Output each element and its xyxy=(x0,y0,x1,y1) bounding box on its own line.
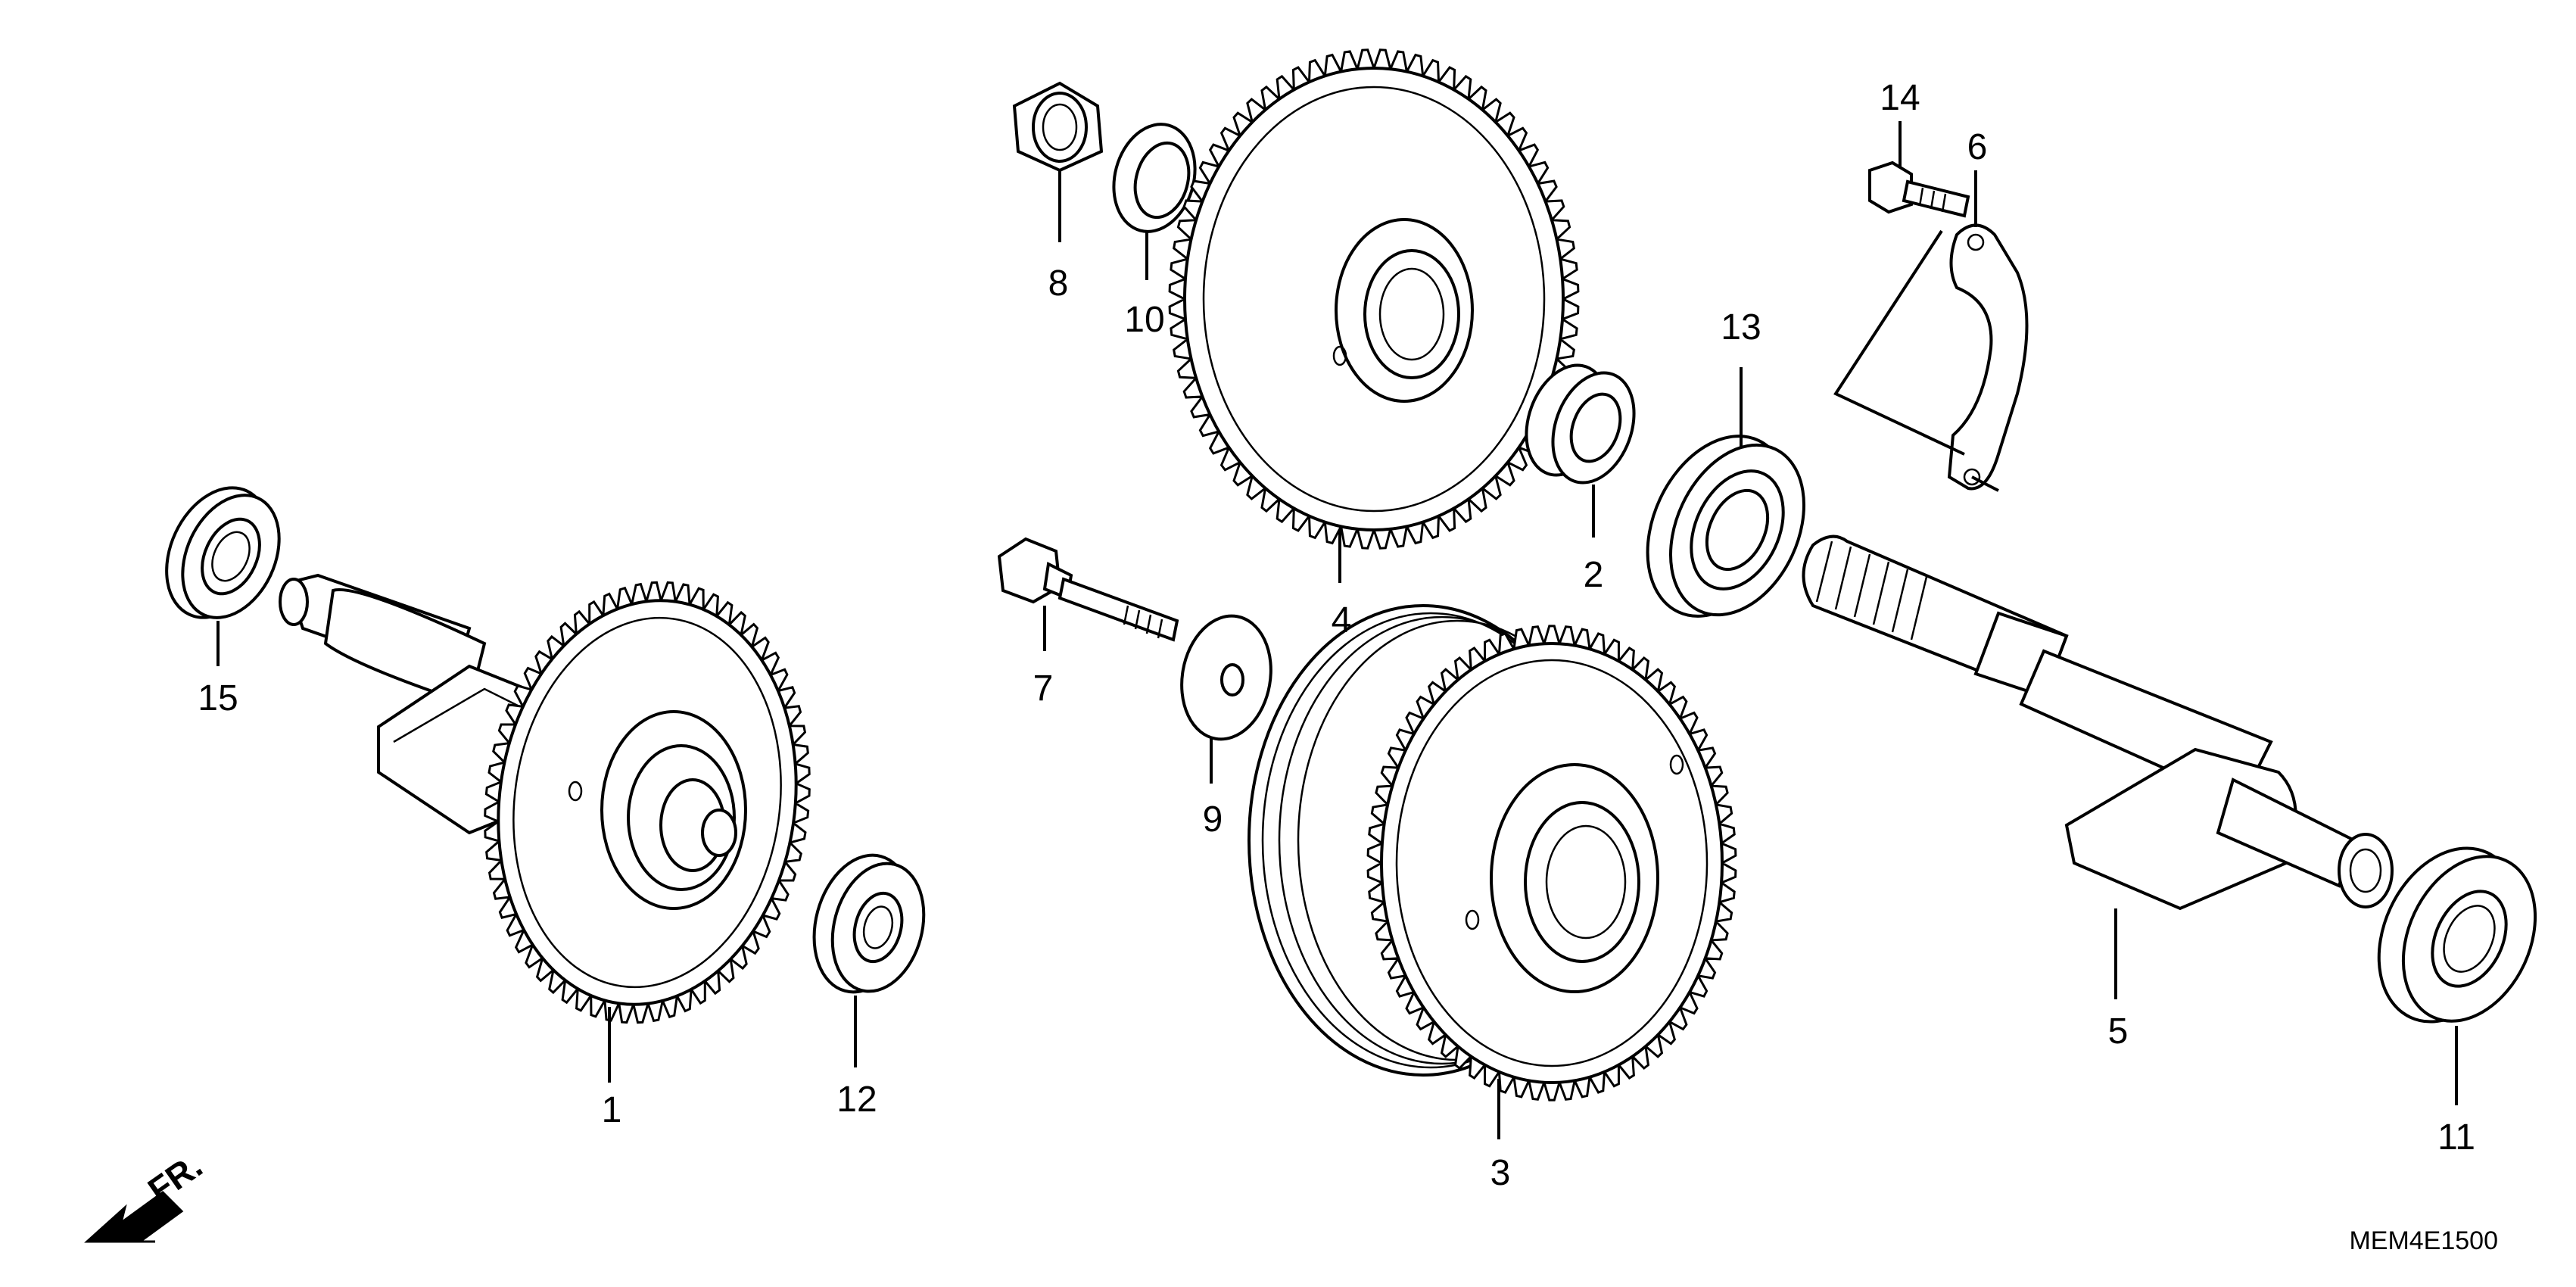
callouts: 15 1 12 8 10 4 2 13 14 6 7 9 3 5 11 xyxy=(198,78,2475,1193)
callout-11: 11 xyxy=(2437,1117,2475,1158)
front-arrow: FR. xyxy=(84,1145,209,1243)
callout-5: 5 xyxy=(2108,1011,2129,1052)
callout-14: 14 xyxy=(1880,78,1920,118)
callout-12: 12 xyxy=(836,1080,877,1120)
part-3-clutch-gear[interactable] xyxy=(1248,604,1737,1102)
leader-lines xyxy=(216,121,2458,1139)
callout-10: 10 xyxy=(1124,300,1164,340)
part-11-bearing[interactable] xyxy=(2352,825,2560,1044)
diagram-code: MEM4E1500 xyxy=(2349,1226,2498,1255)
part-13-ball-bearing[interactable] xyxy=(1620,413,1830,639)
callout-6: 6 xyxy=(1967,127,1988,167)
part-5-shaft[interactable] xyxy=(1802,534,2394,911)
callout-7: 7 xyxy=(1033,668,1054,709)
part-7-bolt[interactable] xyxy=(997,537,1179,642)
callout-1: 1 xyxy=(602,1090,622,1130)
callout-9: 9 xyxy=(1203,799,1223,840)
callout-13: 13 xyxy=(1721,307,1761,347)
part-2-needle-bearing[interactable] xyxy=(1512,354,1648,494)
part-6-bracket[interactable] xyxy=(1833,223,2029,492)
part-4-gear[interactable] xyxy=(1168,48,1580,550)
part-8-nut[interactable] xyxy=(1012,81,1104,173)
callout-8: 8 xyxy=(1048,263,1069,304)
callout-2: 2 xyxy=(1584,555,1604,595)
callout-4: 4 xyxy=(1332,600,1352,640)
part-15-bearing[interactable] xyxy=(147,471,298,634)
part-14-bolt[interactable] xyxy=(1868,160,1970,218)
callout-3: 3 xyxy=(1490,1153,1511,1193)
part-12-bearing[interactable] xyxy=(799,844,937,1003)
part-10-washer[interactable] xyxy=(1102,115,1207,241)
part-1-shaft-gear[interactable] xyxy=(279,573,821,1024)
part-9-washer[interactable] xyxy=(1173,609,1281,746)
callout-15: 15 xyxy=(198,678,238,718)
